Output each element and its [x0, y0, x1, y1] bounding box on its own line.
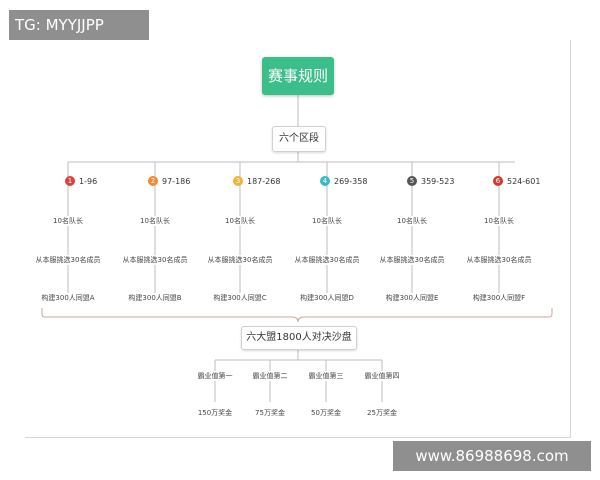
- alliance-node: 构建300人同盟D: [299, 293, 355, 303]
- alliance-node: 构建300人同盟C: [212, 293, 268, 303]
- leader-node: 10名队长: [224, 216, 256, 226]
- select-node: 从本服挑选30名成员: [465, 255, 533, 265]
- rank-node: 霸业值第一: [196, 371, 234, 381]
- badge-1: 1: [65, 176, 75, 186]
- alliance-node: 构建300人同盟E: [384, 293, 440, 303]
- diagram-panel: [25, 40, 571, 438]
- range-node: 6 524-601: [493, 176, 540, 186]
- prize-node: 75万奖金: [254, 408, 286, 418]
- badge-6: 6: [493, 176, 503, 186]
- prize-node: 50万奖金: [310, 408, 342, 418]
- leader-node: 10名队长: [483, 216, 515, 226]
- range-label: 269-358: [334, 176, 368, 186]
- range-node: 2 97-186: [148, 176, 190, 186]
- range-label: 1-96: [79, 176, 98, 186]
- final-node: 六大盟1800人对决沙盘: [241, 326, 357, 350]
- badge-2: 2: [148, 176, 158, 186]
- select-node: 从本服挑选30名成员: [206, 255, 274, 265]
- rank-node: 霸业值第三: [307, 371, 345, 381]
- prize-node: 25万奖金: [366, 408, 398, 418]
- badge-5: 5: [407, 176, 417, 186]
- rank-verticals: [214, 360, 383, 402]
- rank-node: 霸业值第二: [251, 371, 289, 381]
- alliance-node: 构建300人同盟A: [40, 293, 96, 303]
- leader-node: 10名队长: [52, 216, 84, 226]
- range-node: 5 359-523: [407, 176, 454, 186]
- website-watermark: www.86988698.com: [393, 441, 591, 471]
- select-node: 从本服挑选30名成员: [378, 255, 446, 265]
- range-label: 97-186: [162, 176, 191, 186]
- range-label: 187-268: [247, 176, 281, 186]
- range-node: 4 269-358: [320, 176, 367, 186]
- leader-node: 10名队长: [396, 216, 428, 226]
- select-node: 从本服挑选30名成员: [293, 255, 361, 265]
- title-node: 赛事规则: [262, 57, 334, 95]
- leader-node: 10名队长: [311, 216, 343, 226]
- badge-4: 4: [320, 176, 330, 186]
- leader-node: 10名队长: [139, 216, 171, 226]
- range-label: 359-523: [421, 176, 455, 186]
- range-node: 3 187-268: [233, 176, 280, 186]
- range-label: 524-601: [507, 176, 541, 186]
- select-node: 从本服挑选30名成员: [34, 255, 102, 265]
- alliance-node: 构建300人同盟F: [471, 293, 527, 303]
- rank-node: 霸业值第四: [363, 371, 401, 381]
- select-node: 从本服挑选30名成员: [121, 255, 189, 265]
- alliance-node: 构建300人同盟B: [127, 293, 183, 303]
- stage-node: 六个区段: [272, 126, 326, 152]
- merge-bracket: [41, 308, 553, 323]
- prize-node: 150万奖金: [196, 408, 234, 418]
- badge-3: 3: [233, 176, 243, 186]
- range-node: 1 1-96: [65, 176, 97, 186]
- telegram-tag: TG: MYYJJPP: [9, 10, 149, 40]
